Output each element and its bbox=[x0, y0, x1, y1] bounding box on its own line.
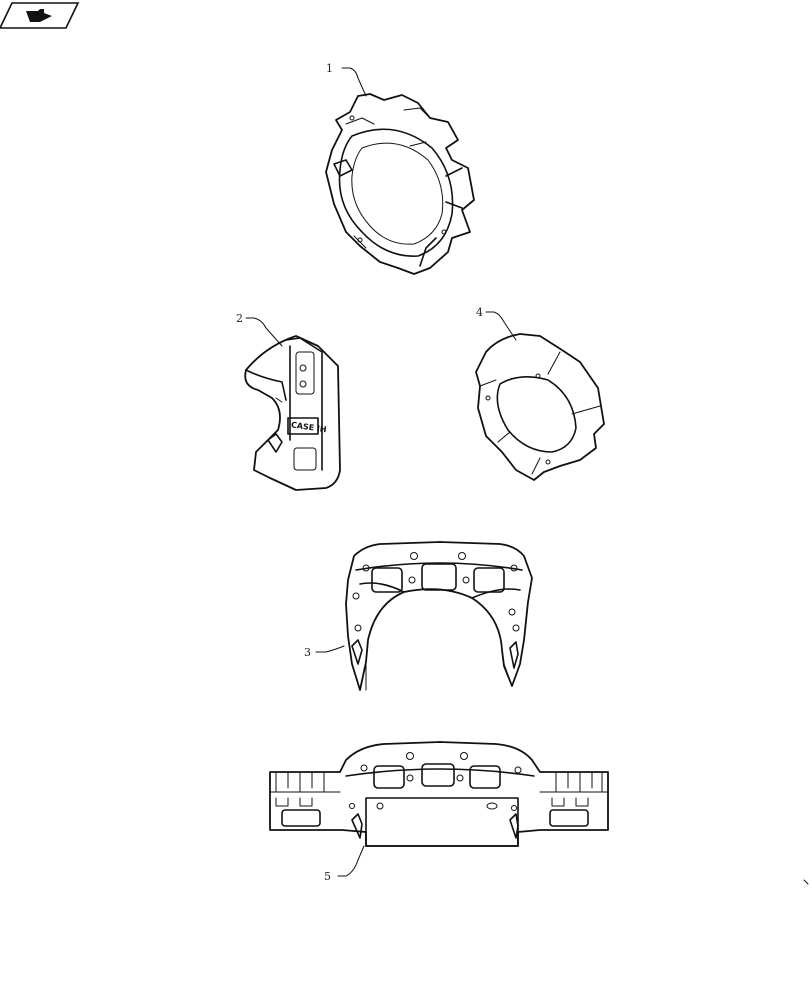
part-5-carrier-with-brackets bbox=[269, 741, 609, 847]
part-1-ring-weight bbox=[325, 93, 475, 275]
leader-line-1 bbox=[341, 67, 367, 97]
callout-2: 2 bbox=[236, 312, 243, 325]
callout-1: 1 bbox=[326, 62, 333, 75]
leader-line-4 bbox=[485, 311, 517, 341]
leader-line-5 bbox=[337, 845, 365, 877]
callout-3: 3 bbox=[304, 646, 311, 659]
callout-5: 5 bbox=[324, 870, 331, 883]
nav-back-icon[interactable] bbox=[0, 2, 80, 29]
part-4-ring-spacer bbox=[475, 333, 605, 481]
leader-line-2 bbox=[245, 317, 283, 347]
edge-mark bbox=[803, 879, 809, 885]
callout-4: 4 bbox=[476, 306, 483, 319]
leader-line-3 bbox=[315, 645, 345, 653]
part-3-weight-carrier bbox=[345, 541, 533, 691]
part-2-mount-bracket: CASE IH bbox=[244, 335, 341, 491]
